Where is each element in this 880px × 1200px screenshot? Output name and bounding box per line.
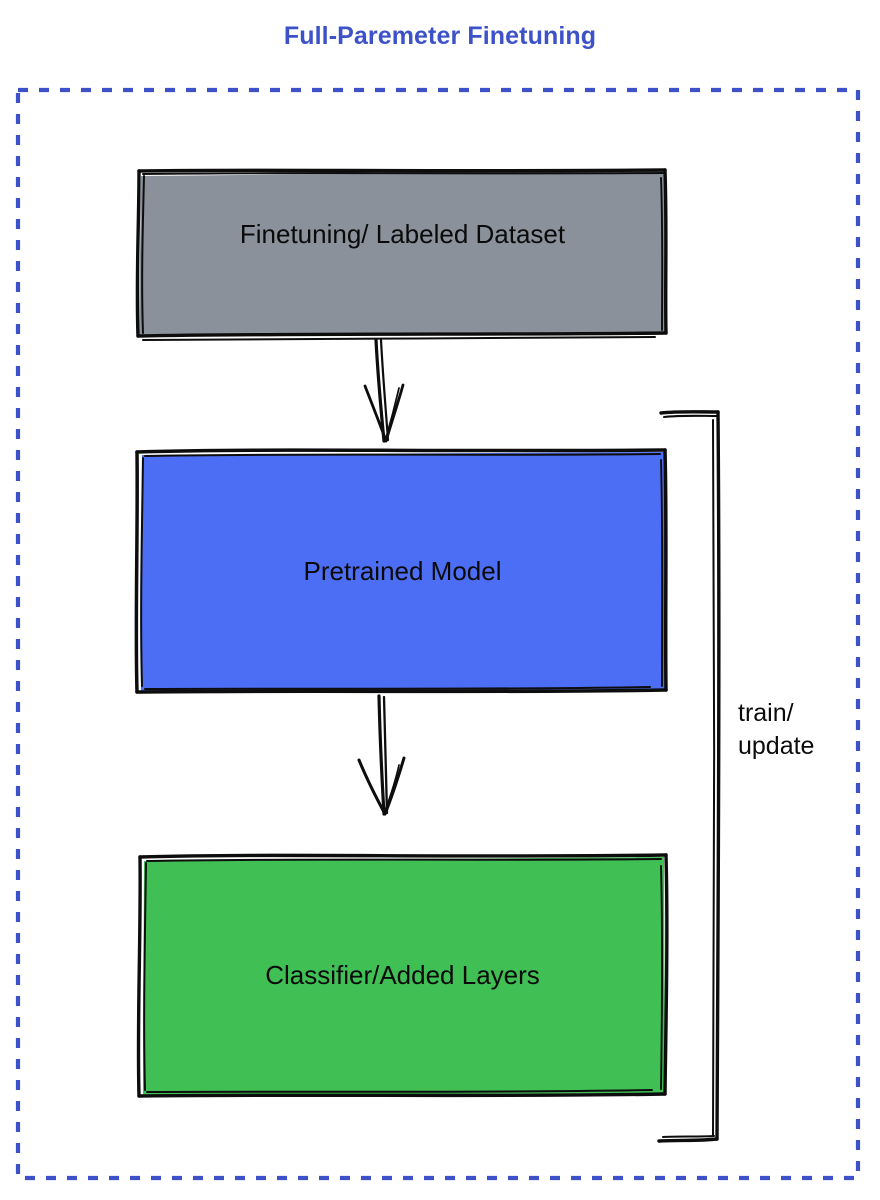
edge-feedback-top-bracket-2 xyxy=(662,414,719,419)
node-pretrained-edge-top xyxy=(135,448,667,454)
node-classifier-edge-left xyxy=(136,855,142,1098)
node-dataset-edge-right-2 xyxy=(660,177,664,331)
node-classifier-label: Classifier/Added Layers xyxy=(265,960,540,990)
node-classifier[interactable] xyxy=(136,853,669,1098)
node-pretrained-edge-left-2 xyxy=(140,457,144,687)
edge-pretrained-to-classifier-shaft xyxy=(377,694,386,816)
node-dataset-edge-left xyxy=(135,169,141,338)
edge-dataset-to-pretrained xyxy=(363,338,405,443)
edge-dataset-to-pretrained-head-right-2 xyxy=(385,387,400,439)
edge-pretrained-to-classifier-shaft-2 xyxy=(382,695,389,815)
node-dataset-edge-top-2 xyxy=(141,171,665,176)
edge-feedback-loop-label-line2: update xyxy=(738,732,815,760)
edge-feedback-bottom-bracket-2 xyxy=(661,1134,716,1139)
group-frame xyxy=(15,87,861,1181)
edge-feedback-loop-label-line1: train/ xyxy=(738,699,794,727)
node-classifier-edge-right-2 xyxy=(660,865,664,1090)
node-dataset-edge-left-2 xyxy=(141,175,145,334)
node-classifier-edge-top xyxy=(138,853,668,859)
group-frame-border xyxy=(15,87,861,1181)
edge-pretrained-to-classifier-head-left xyxy=(357,758,387,816)
edge-pretrained-to-classifier-head-right-2 xyxy=(384,764,400,812)
node-pretrained[interactable] xyxy=(134,448,668,694)
node-pretrained-fill xyxy=(141,452,666,691)
edge-feedback-vertical-2 xyxy=(712,419,716,1137)
node-dataset-label: Finetuning/ Labeled Dataset xyxy=(239,219,566,249)
node-pretrained-edge-right xyxy=(663,448,668,692)
edge-feedback-bottom-bracket xyxy=(657,1137,719,1143)
node-dataset-edge-top xyxy=(137,168,667,173)
node-pretrained-edge-right-2 xyxy=(660,459,664,687)
node-classifier-edge-left-2 xyxy=(143,862,147,1091)
edge-pretrained-to-classifier xyxy=(357,694,406,816)
node-classifier-edge-right xyxy=(663,853,669,1096)
edge-feedback-vertical xyxy=(715,410,721,1141)
edge-feedback-top-bracket xyxy=(659,410,720,415)
node-classifier-fill xyxy=(143,857,665,1095)
node-dataset-edge-bottom xyxy=(136,331,668,338)
node-dataset-edge-right xyxy=(663,168,668,335)
node-dataset-edge-bottom-2 xyxy=(142,336,656,341)
node-dataset-fill xyxy=(139,171,666,336)
node-dataset[interactable] xyxy=(135,168,668,341)
node-classifier-edge-bottom xyxy=(137,1092,667,1098)
edge-dataset-to-pretrained-head-left xyxy=(363,384,388,443)
page-title: Full-Paremeter Finetuning xyxy=(283,22,597,50)
edge-dataset-to-pretrained-head-right xyxy=(384,383,405,443)
node-pretrained-edge-bottom xyxy=(135,688,668,694)
edge-feedback-loop xyxy=(657,410,721,1143)
edge-feedback-loop-label: train/update xyxy=(738,697,858,763)
node-pretrained-edge-left xyxy=(134,450,139,694)
edge-pretrained-to-classifier-head-right xyxy=(383,756,406,816)
node-classifier-edge-bottom-2 xyxy=(146,1089,653,1093)
node-pretrained-edge-top-2 xyxy=(144,453,661,457)
node-pretrained-edge-bottom-2 xyxy=(144,686,651,690)
node-pretrained-label: Pretrained Model xyxy=(303,556,502,586)
node-classifier-edge-top-2 xyxy=(146,858,662,862)
